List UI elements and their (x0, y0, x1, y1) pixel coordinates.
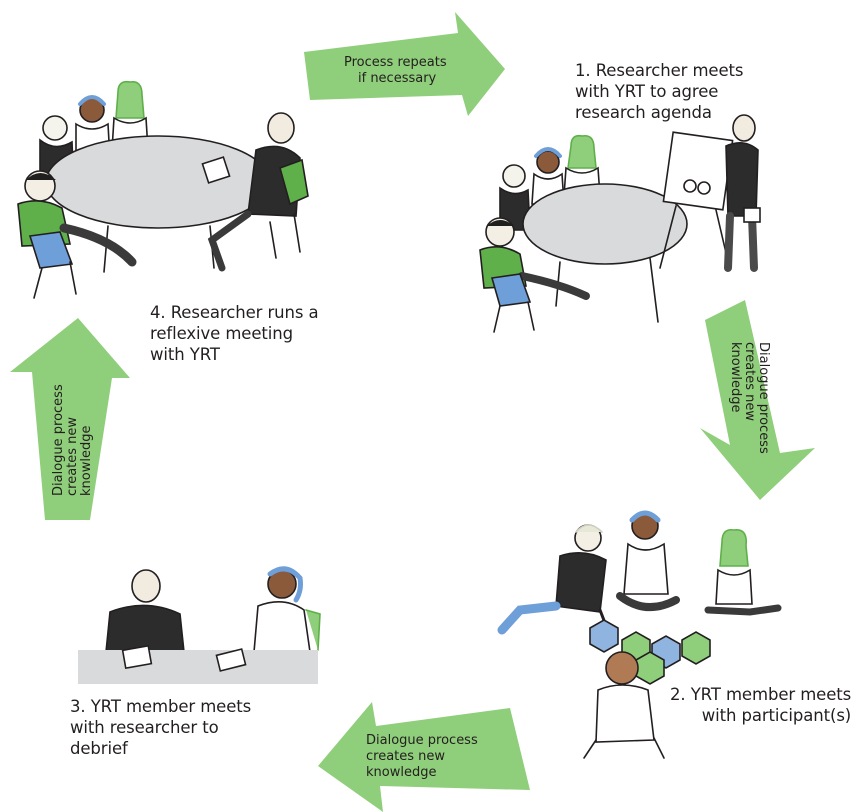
arrow-left-line-2: creates new (65, 417, 80, 496)
step-3-line-2: with researcher to (70, 718, 219, 737)
arrow-left-line-1: Dialogue process (51, 384, 66, 496)
step-4-label: 4. Researcher runs a reflexive meeting w… (150, 302, 319, 365)
illustration-debrief (78, 566, 321, 684)
step-1-label: 1. Researcher meets with YRT to agree re… (575, 60, 744, 123)
illustration-reflexive-meeting (17, 80, 309, 299)
step-1-line-2: with YRT to agree (575, 82, 719, 101)
arrow-bottom-line-2: creates new (366, 749, 445, 764)
step-1-line-1: 1. Researcher meets (575, 61, 744, 80)
arrow-top-line-1: Process repeats (344, 55, 447, 70)
step-3-line-1: 3. YRT member meets (70, 697, 252, 716)
arrow-bottom: Dialogue process creates new knowledge (318, 702, 530, 812)
step-4-line-2: reflexive meeting (150, 324, 293, 343)
step-3-label: 3. YRT member meets with researcher to d… (70, 696, 251, 759)
illustration-participants (497, 510, 782, 759)
step-3-line-3: debrief (70, 739, 128, 758)
arrow-bottom-line-1: Dialogue process (366, 733, 478, 748)
arrow-top-line-2: if necessary (358, 71, 437, 86)
arrow-right: Dialogue process creates new knowledge (700, 300, 815, 500)
arrow-top: Process repeats if necessary (304, 12, 505, 116)
step-1-line-3: research agenda (575, 103, 712, 122)
step-4-line-3: with YRT (150, 345, 220, 364)
step-2-line-2: with participant(s) (701, 706, 852, 725)
arrow-left-line-3: knowledge (79, 426, 94, 496)
arrow-right-line-1: Dialogue process (756, 342, 771, 454)
arrow-left: Dialogue process creates new knowledge (10, 318, 130, 520)
arrow-right-line-3: knowledge (728, 342, 743, 412)
illustration-agenda-meeting (479, 114, 761, 333)
step-2-label: 2. YRT member meets with participant(s) (670, 684, 851, 726)
arrow-bottom-line-3: knowledge (366, 765, 436, 780)
arrow-right-line-2: creates new (742, 342, 757, 421)
step-4-line-1: 4. Researcher runs a (150, 303, 319, 322)
step-2-line-1: 2. YRT member meets (670, 685, 852, 704)
